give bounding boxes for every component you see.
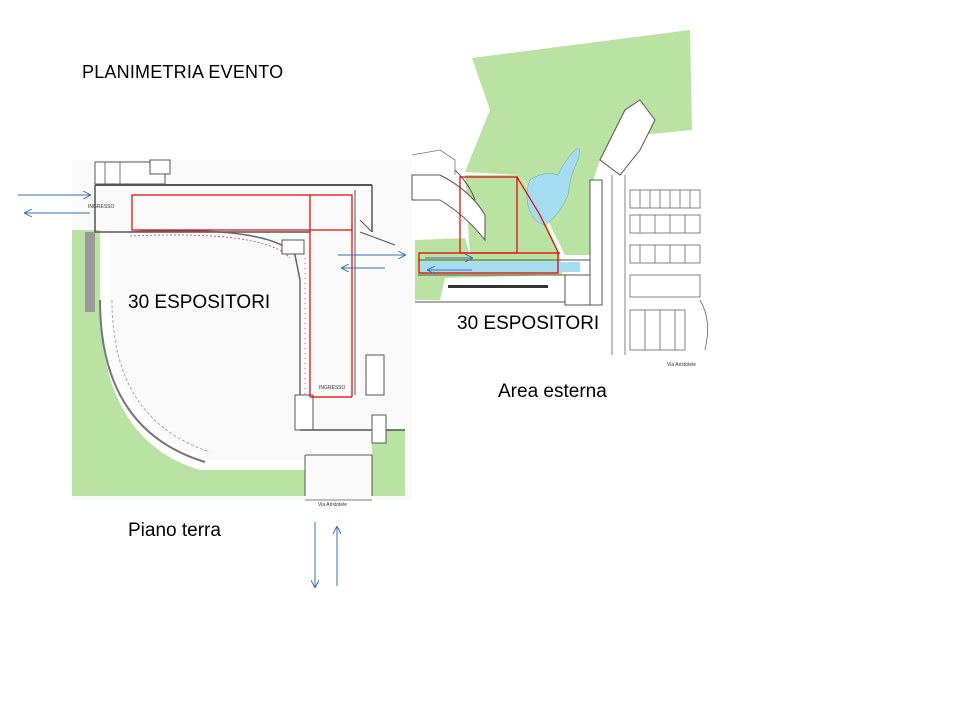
- outdoor-area-plan: Via Aristotele: [411, 28, 712, 373]
- outdoor-lawn: [465, 30, 692, 255]
- ground-floor-exhibitors-label: 30 ESPOSITORI: [128, 292, 271, 313]
- outdoor-exhibitors-label: 30 ESPOSITORI: [457, 313, 600, 334]
- street-label-outdoor: Via Aristotele: [667, 362, 696, 368]
- outdoor-caption: Area esterna: [498, 381, 607, 402]
- ground-floor-plan: INGRESSO INGRESSO Via Aristotele: [72, 159, 412, 508]
- ground-floor-caption: Piano terra: [128, 520, 221, 541]
- lawn-left: [72, 230, 305, 496]
- pond: [526, 148, 580, 226]
- flow-arrows: [18, 195, 472, 587]
- outdoor-exhibition-outline: [418, 176, 560, 274]
- exhibition-area-outline: [131, 194, 353, 398]
- page-title: PLANIMETRIA EVENTO: [82, 62, 284, 82]
- parking-lots: [611, 175, 708, 355]
- street-label-ground: Via Aristotele: [318, 502, 347, 508]
- entrance-top-label: INGRESSO: [88, 204, 115, 210]
- entrance-bottom-label: INGRESSO: [319, 385, 346, 391]
